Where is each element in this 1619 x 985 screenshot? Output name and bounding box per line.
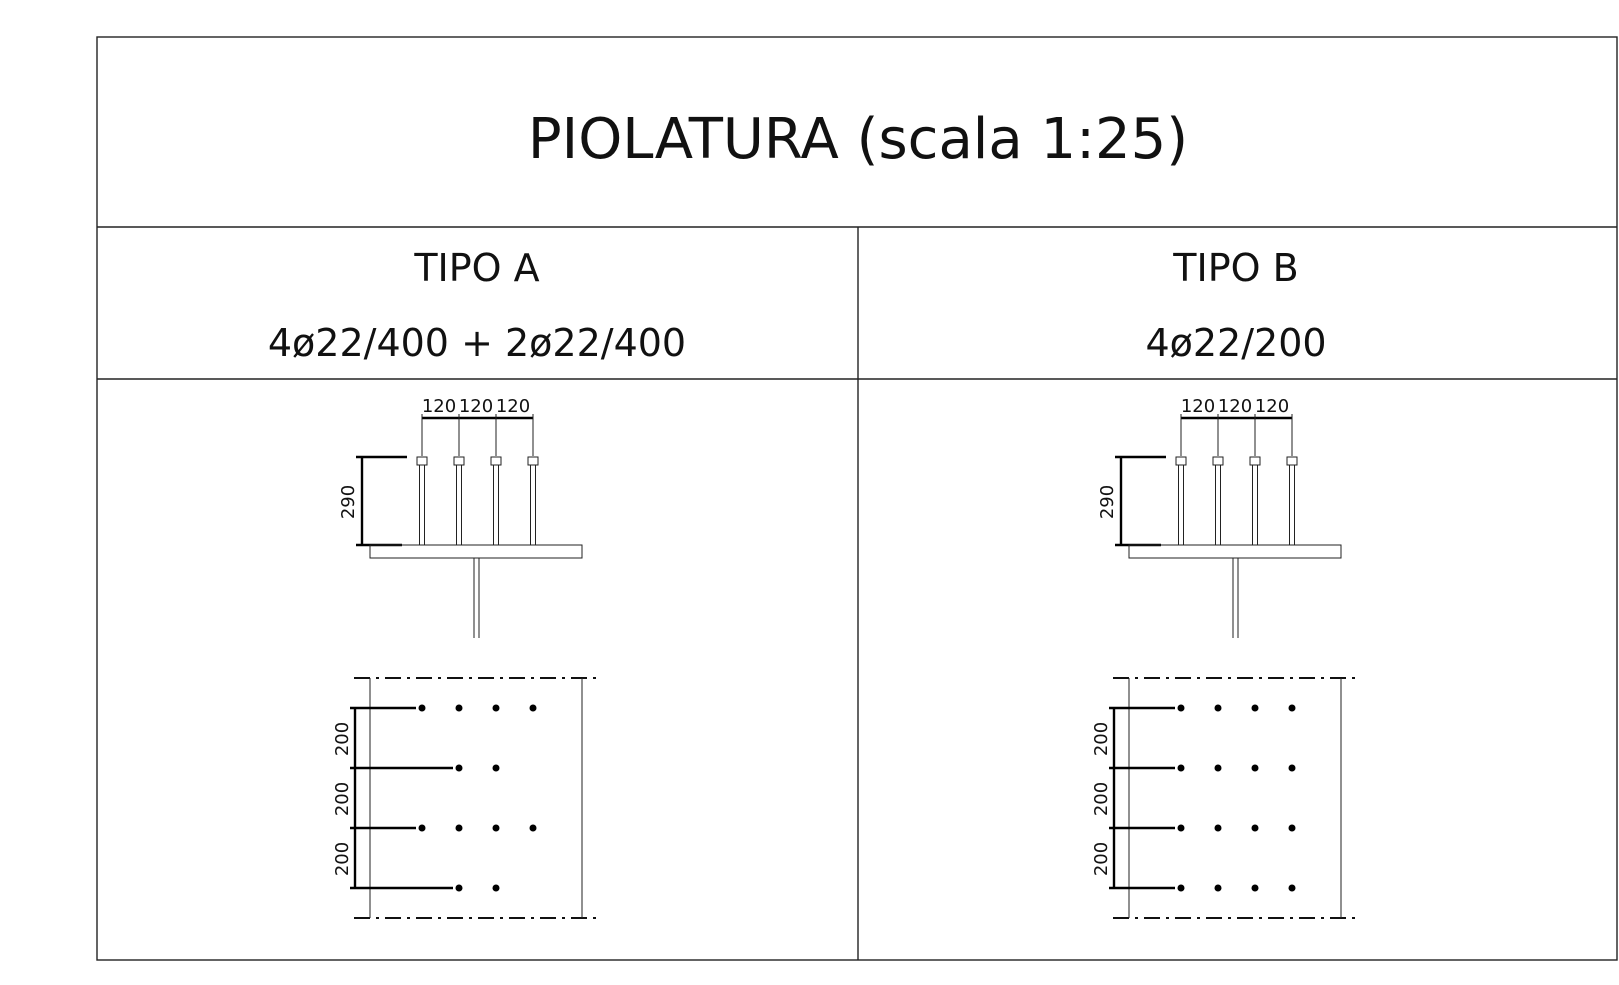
- row-spacing-label: 200: [332, 722, 353, 756]
- stud-dot: [1177, 824, 1185, 832]
- stud-head: [490, 456, 502, 466]
- base-plate: [369, 544, 583, 559]
- stud-dot: [1288, 764, 1296, 772]
- elevation-view-a: 120 120 120 290: [338, 396, 583, 638]
- spacing-label: 120: [1181, 396, 1215, 417]
- spacing-label: 120: [496, 396, 530, 417]
- stud-head: [1286, 456, 1298, 466]
- stud-dot: [418, 704, 426, 712]
- stud-dot: [1251, 704, 1259, 712]
- type-a-rebar: 4ø22/400 + 2ø22/400: [268, 321, 686, 365]
- stud-dot: [1214, 764, 1222, 772]
- height-label: 290: [1097, 485, 1118, 519]
- type-a-label: TIPO A: [413, 246, 539, 290]
- elevation-view-b: 120 120 120 290: [1097, 396, 1342, 638]
- row-spacing-label: 200: [332, 782, 353, 816]
- column-tipo-b: TIPO B 4ø22/200 120 120 120 290 200 200 …: [1091, 246, 1357, 919]
- stud-dot: [492, 764, 500, 772]
- stud-dot: [1214, 884, 1222, 892]
- stud-head: [527, 456, 539, 466]
- stud-dot: [529, 704, 537, 712]
- plan-view-b: 200 200 200: [1091, 677, 1357, 919]
- stud-dot: [455, 764, 463, 772]
- drawing-title: PIOLATURA (scala 1:25): [528, 107, 1188, 172]
- spacing-label: 120: [459, 396, 493, 417]
- stud-head: [1249, 456, 1261, 466]
- stud-dot: [1288, 824, 1296, 832]
- stud-dot: [455, 704, 463, 712]
- type-b-label: TIPO B: [1172, 246, 1298, 290]
- stud-dot: [1251, 764, 1259, 772]
- stud-dot: [418, 824, 426, 832]
- elevation-geometry: [356, 414, 583, 638]
- spacing-label: 120: [1218, 396, 1252, 417]
- elevation-geometry: [1115, 414, 1342, 638]
- base-plate: [1128, 544, 1342, 559]
- stud-dot: [492, 824, 500, 832]
- stud-head: [1175, 456, 1187, 466]
- row-spacing-label: 200: [1091, 722, 1112, 756]
- stud-head: [453, 456, 465, 466]
- stud-dot: [1214, 824, 1222, 832]
- spacing-label: 120: [1255, 396, 1289, 417]
- stud-head: [416, 456, 428, 466]
- stud-dot: [1288, 884, 1296, 892]
- outer-border: [96, 36, 1618, 961]
- stud-dot: [455, 884, 463, 892]
- type-b-rebar: 4ø22/200: [1145, 321, 1326, 365]
- stud-dot: [492, 704, 500, 712]
- stud-head: [1212, 456, 1224, 466]
- stud-dot: [455, 824, 463, 832]
- row-spacing-label: 200: [332, 842, 353, 876]
- stud-dot: [1177, 764, 1185, 772]
- table-frame: [96, 36, 1618, 961]
- spacing-label: 120: [422, 396, 456, 417]
- plan-geometry: [1109, 677, 1357, 919]
- height-label: 290: [338, 485, 359, 519]
- stud-dot: [1251, 824, 1259, 832]
- row-spacing-label: 200: [1091, 782, 1112, 816]
- column-tipo-a: TIPO A 4ø22/400 + 2ø22/400 120 120 120 2…: [268, 246, 686, 919]
- plan-view-a: 200 200 200: [332, 677, 598, 919]
- stud-dot: [1177, 704, 1185, 712]
- stud-dot: [1288, 704, 1296, 712]
- stud-dot: [529, 824, 537, 832]
- stud-dot: [492, 884, 500, 892]
- stud-dot: [1251, 884, 1259, 892]
- row-spacing-label: 200: [1091, 842, 1112, 876]
- plan-geometry: [350, 677, 598, 919]
- stud-dot: [1177, 884, 1185, 892]
- stud-dot: [1214, 704, 1222, 712]
